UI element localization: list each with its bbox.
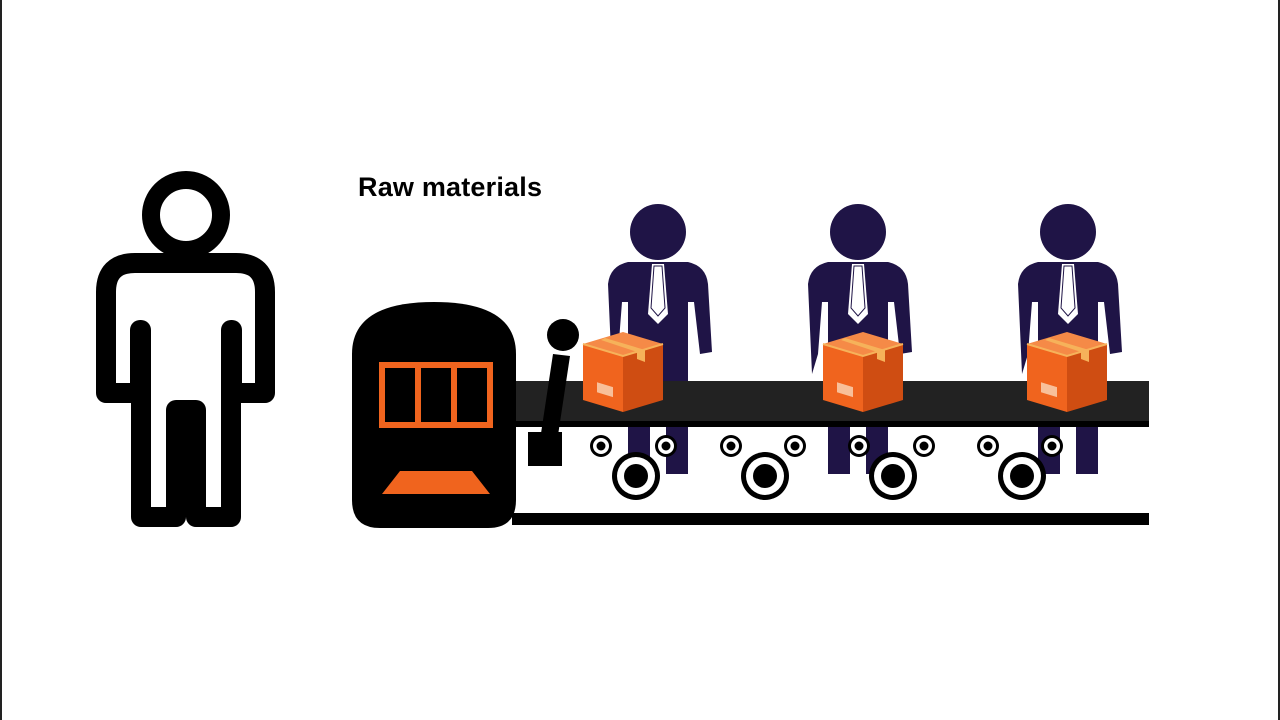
- belt-edge: [512, 421, 1149, 427]
- box-icon: [583, 332, 663, 412]
- conveyor-wheels: [590, 435, 1063, 500]
- machine-icon: [352, 302, 579, 528]
- box-icon: [1027, 332, 1107, 412]
- person-outline-icon: [106, 180, 265, 517]
- box-icon: [823, 332, 903, 412]
